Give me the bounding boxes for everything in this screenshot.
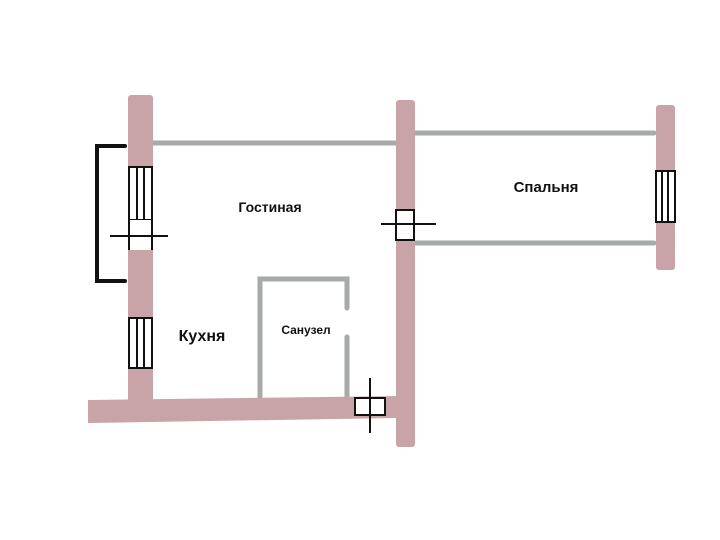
- room-label-bathroom: Санузел: [281, 323, 330, 337]
- partitions: [150, 130, 657, 401]
- room-label-kitchen: Кухня: [179, 328, 226, 345]
- walls: [88, 95, 675, 447]
- room-label-bedroom: Спальня: [514, 179, 579, 196]
- window-icon: [128, 317, 153, 369]
- bathroom-partition: [257, 276, 350, 401]
- balcony-outline: [95, 144, 127, 283]
- room-label-living-room: Гостиная: [238, 199, 301, 215]
- balcony-door-icon: [110, 220, 168, 250]
- window-icon: [128, 166, 153, 221]
- entrance-door-icon: [354, 378, 386, 433]
- bottom-wall: [88, 396, 398, 423]
- middle-wall: [396, 100, 415, 447]
- bedroom-door-icon: [381, 209, 436, 241]
- window-icon: [655, 170, 676, 223]
